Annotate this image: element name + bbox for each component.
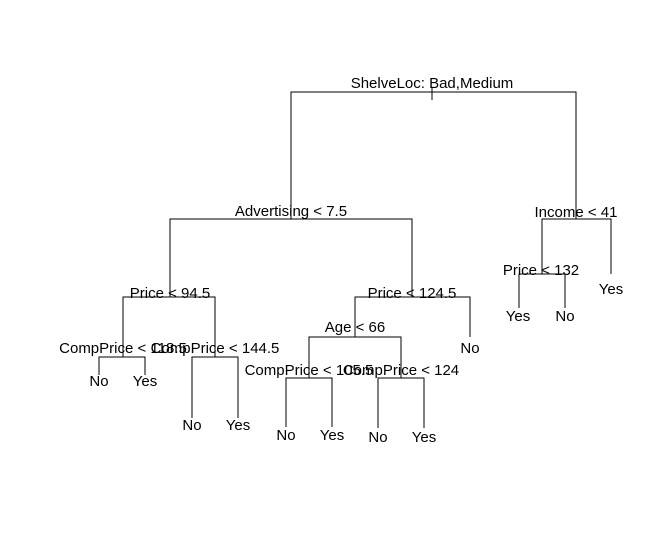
leaf-label: Yes: [226, 417, 250, 434]
leaf-label: Yes: [320, 427, 344, 444]
split-labels: ShelveLoc: Bad,Medium Advertising < 7.5 …: [59, 75, 617, 379]
leaf-label: No: [276, 427, 295, 444]
branch-compprice-144-5: [191, 356, 239, 418]
leaf-labels: No Yes No Yes No Yes No Yes No Yes No Ye…: [89, 281, 623, 446]
split-label-price-124-5: Price < 124.5: [368, 285, 457, 302]
branch-advertising: [169, 218, 413, 297]
split-label-price-94-5: Price < 94.5: [130, 285, 210, 302]
branch-age-66: [308, 336, 402, 378]
split-label-age-66: Age < 66: [325, 319, 385, 336]
split-label-price-132: Price < 132: [503, 262, 579, 279]
leaf-label: No: [368, 429, 387, 446]
split-label-income: Income < 41: [535, 204, 618, 221]
leaf-label: No: [555, 308, 574, 325]
leaf-label: No: [182, 417, 201, 434]
leaf-label: Yes: [599, 281, 623, 298]
branch-compprice-105-5: [285, 377, 333, 427]
leaf-label: Yes: [133, 373, 157, 390]
split-label-compprice-118-5: CompPrice < 118.5: [59, 340, 187, 357]
branch-price-132: [518, 273, 566, 308]
split-label-compprice-144-5: CompPrice < 144.5: [151, 340, 280, 357]
branch-root: [290, 91, 577, 219]
split-label-compprice-124: CompPrice < 124: [343, 362, 459, 379]
leaf-label: Yes: [506, 308, 530, 325]
branch-price-124-5: [354, 296, 471, 337]
leaf-label: No: [89, 373, 108, 390]
split-label-shelveloc: ShelveLoc: Bad,Medium: [351, 75, 514, 92]
split-label-compprice-105-5: CompPrice < 105.5: [245, 362, 374, 379]
branch-income-41: [541, 218, 612, 274]
leaf-label: Yes: [412, 429, 436, 446]
split-label-advertising: Advertising < 7.5: [235, 203, 347, 220]
tree-branches: [98, 88, 612, 428]
leaf-label: No: [460, 340, 479, 357]
branch-compprice-124: [377, 377, 425, 428]
branch-price-94-5: [122, 296, 216, 357]
branch-compprice-118-5: [98, 356, 146, 375]
